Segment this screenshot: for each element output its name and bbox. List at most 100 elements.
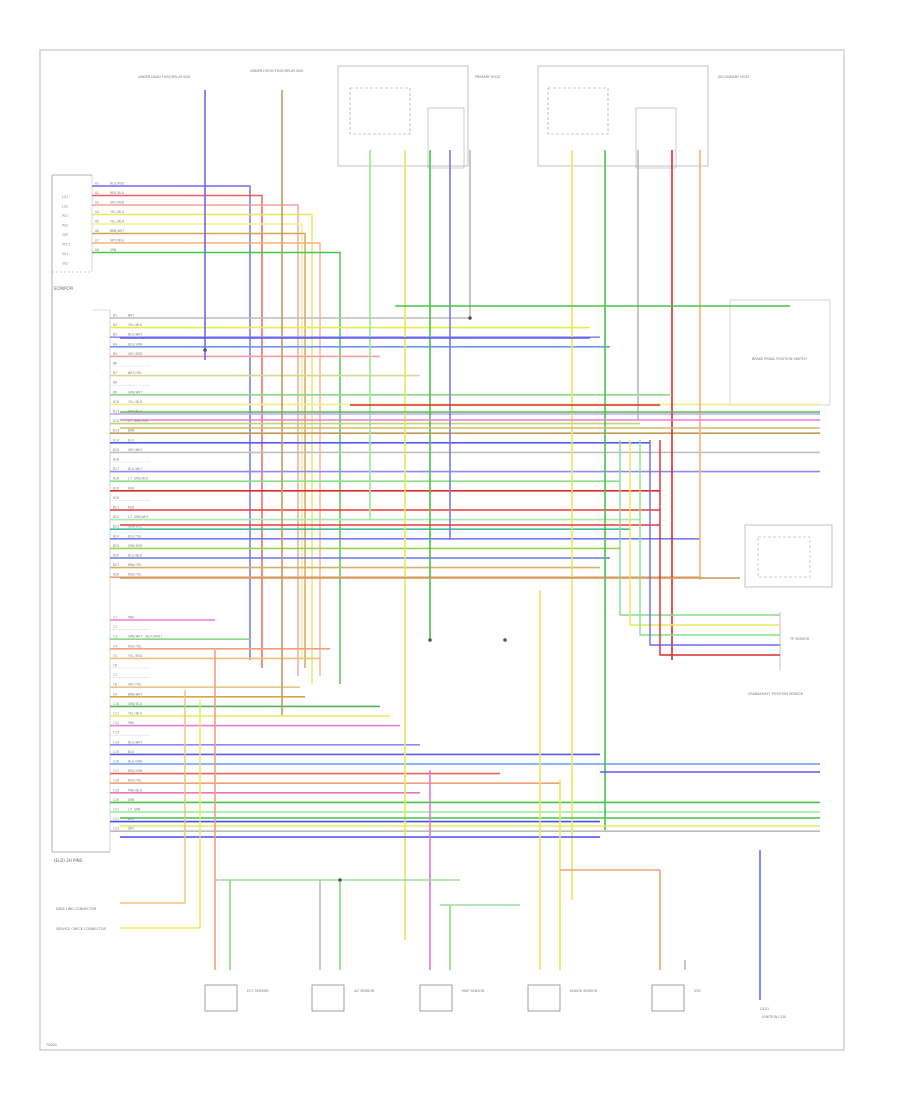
upper-side-label-2: PG1 [62, 214, 68, 218]
wire-dlc [120, 690, 186, 904]
wire-bottom-label-0: PNK [128, 616, 135, 620]
upper-side-label-0: LG1 [62, 195, 68, 199]
wire-lower-label-9: YEL/BLK [128, 400, 143, 404]
junction-dot-3 [338, 878, 342, 882]
pin-bottom-2: C3 [113, 635, 117, 639]
pin-lower-15: B16 [113, 458, 119, 462]
wire-upper-0 [92, 185, 251, 660]
wire-bottom-label-11: PNK [128, 721, 135, 725]
component-cmp1-box [204, 984, 238, 1012]
pin-bottom-20: C21 [113, 808, 119, 812]
underdash-fuse-label: UNDER-DASH FUSE/RELAY BOX [138, 75, 191, 79]
pin-upper-6: A7 [95, 239, 99, 243]
pin-lower-22: B23 [113, 525, 119, 529]
pin-lower-19: B20 [113, 496, 119, 500]
wire-bottom-label-22: GRY [128, 827, 134, 831]
pin-upper-2: A3 [95, 201, 99, 205]
pin-bottom-9: C10 [113, 702, 119, 706]
wire-lower-label-2: BLU/WHT [128, 333, 142, 337]
primary-ho2s-box [337, 65, 469, 167]
wire-lower-label-14: GRY/WHT [128, 448, 142, 452]
pin-bottom-15: C16 [113, 760, 119, 764]
wire-lower-label-27: RED/YEL [128, 573, 142, 577]
junction-dot-4 [503, 638, 507, 642]
pin-bottom-16: C17 [113, 769, 119, 773]
pin-lower-0: B1 [113, 314, 117, 318]
pin-bottom-3: C4 [113, 644, 117, 648]
wire-upper-label-1: RED/BLK [110, 191, 125, 195]
pin-upper-0: A1 [95, 182, 99, 186]
secondary-ho2s-box [537, 65, 709, 167]
pin-lower-8: B9 [113, 390, 117, 394]
wire-layer [92, 90, 820, 1000]
wire-upper-label-5: BRN/WHT [110, 229, 124, 233]
ignition-coil-label: IGNITION COIL [762, 1015, 787, 1019]
wire-lower-label-10: GRY/BLU [128, 410, 142, 414]
wire-lower-label-6: WHT/YEL [128, 371, 142, 375]
wire-bottom-label-21: BLU [128, 817, 134, 821]
pin-lower-25: B26 [113, 554, 119, 558]
wire-lower-label-4: GRY/RED [128, 352, 142, 356]
pin-upper-1: A2 [95, 191, 99, 195]
pin-upper-7: A8 [95, 248, 99, 252]
pin-lower-9: B10 [113, 400, 119, 404]
upper-side-label-3: PG2 [62, 224, 68, 228]
component-cmp3-label: MAP SENSOR [462, 989, 485, 993]
pin-bottom-5: C6 [113, 664, 117, 668]
pin-lower-2: B3 [113, 333, 117, 337]
pin-bottom-21: C22 [113, 817, 119, 821]
wire-scs [120, 700, 201, 929]
wire-lower-label-20: RED [128, 506, 134, 510]
pin-bottom-18: C19 [113, 788, 119, 792]
pin-lower-5: B6 [113, 362, 117, 366]
upper-side-label-6: SG1 [62, 252, 68, 256]
upper-side-label-1: LG2 [62, 205, 68, 209]
wire-lower-label-11: LT GRN/RED [128, 419, 148, 423]
wire-lower-label-13: BLU [128, 438, 134, 442]
pin-upper-4: A5 [95, 220, 99, 224]
wire-bottom-label-16: RED/GRN [128, 769, 142, 773]
junction-dot-2 [468, 316, 472, 320]
wire-bottom-label-17: RED/YEL [128, 779, 142, 783]
wire-lower-label-23: BLU/YEL [128, 534, 142, 538]
wire-upper-label-0: BLU/RED [110, 182, 124, 186]
wire-lower-label-21: LT GRN/WHT [128, 515, 148, 519]
wire-bottom-label-9: GRN/BLK [128, 702, 143, 706]
wire-tp-4 [659, 440, 780, 656]
wire-bottom-label-13: BLU/WHT [128, 740, 142, 744]
upper-side-label-4: IGP [62, 233, 68, 237]
wire-bottom-label-7: GRY/YEL [128, 683, 142, 687]
wire-bottom-label-2: GRN/WHT (BLK/WHT) [128, 635, 163, 639]
wire-bottom-label-15: BLU/GRN [128, 760, 142, 764]
wire-bottom-label-20: LT GRN [128, 808, 140, 812]
crank-sensor-label: CRANKSHAFT POSITION SENSOR [748, 692, 804, 696]
wire-bottom-label-8: BRN/WHT [128, 692, 142, 696]
brake-switch-label: BRAKE PEDAL POSITION SWITCH [752, 357, 807, 361]
diagram-frame [39, 49, 845, 1051]
pin-lower-7: B8 [113, 381, 117, 385]
wire-upper-2 [92, 204, 299, 676]
wire-tp-1 [629, 440, 780, 626]
pin-lower-26: B27 [113, 563, 119, 567]
wire-bottom-label-14: BLU [128, 750, 134, 754]
wire-lower-label-16: BLU/WHT [128, 467, 142, 471]
brake-switch-box [729, 299, 831, 406]
wire-upper-label-2: GRY/RED [110, 201, 124, 205]
pin-bottom-13: C14 [113, 740, 119, 744]
wire-bottom-label-4: YEL/RED [128, 654, 142, 658]
wire-lower-label-26: BRN/YEL [128, 563, 142, 567]
wire-upper-4 [92, 223, 303, 660]
pin-bottom-10: C11 [113, 712, 119, 716]
pin-lower-18: B19 [113, 486, 119, 490]
wire-lower-label-1: YEL/BLU [128, 323, 142, 327]
upper-side-label-7: SG2 [62, 262, 68, 266]
junction-dot-1 [428, 638, 432, 642]
wire-upper-label-3: YEL/BLU [110, 210, 124, 214]
pin-bottom-6: C7 [113, 673, 117, 677]
wire-tp-3 [649, 440, 780, 646]
component-cmp2-label: IAT SENSOR [354, 989, 375, 993]
